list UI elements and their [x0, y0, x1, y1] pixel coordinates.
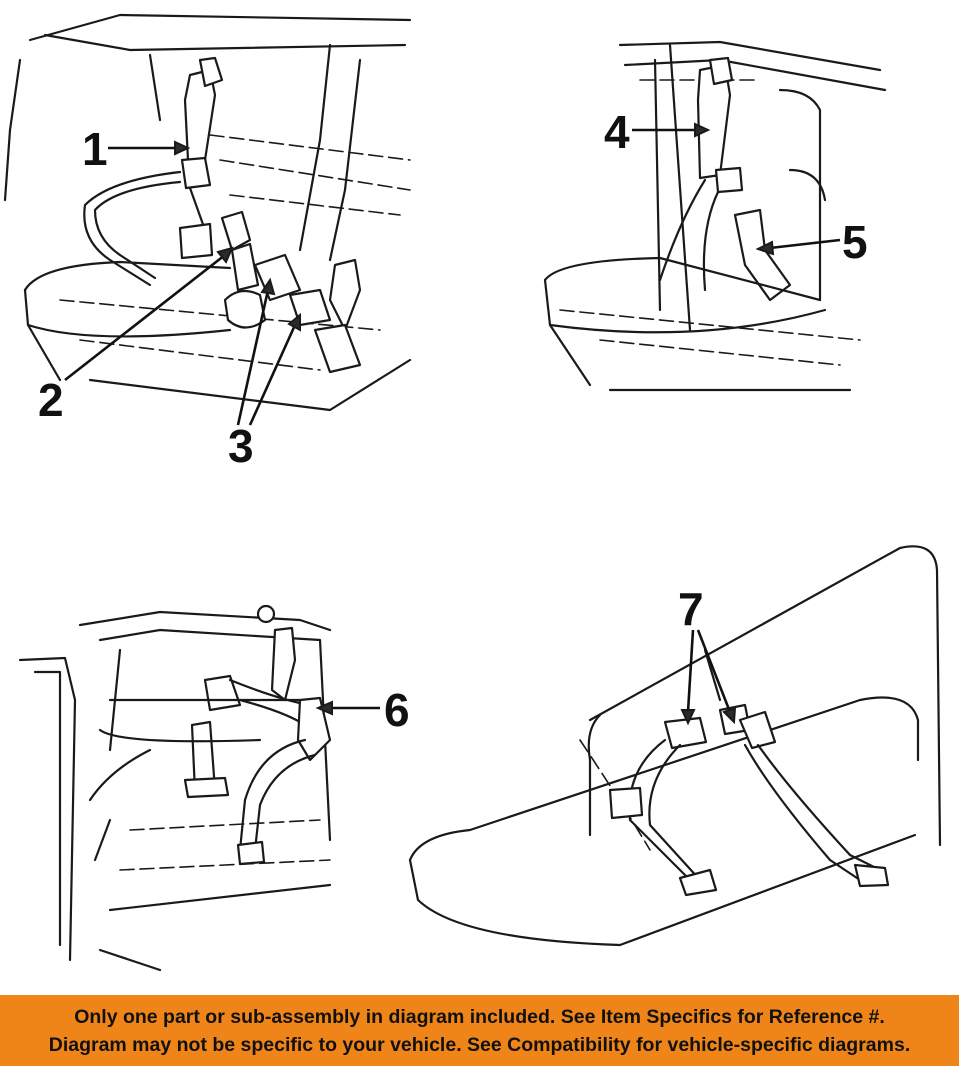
callout-6: 6: [384, 684, 410, 736]
diagram-illustration: 1 2 3 4 5 6 7: [3, 13, 942, 972]
front-seat-belt-view: [3, 13, 412, 412]
callout-3: 3: [228, 420, 254, 472]
disclaimer-line-1: Only one part or sub-assembly in diagram…: [74, 1005, 885, 1028]
callout-2: 2: [38, 374, 64, 426]
disclaimer-banner: Only one part or sub-assembly in diagram…: [0, 995, 959, 1066]
callout-7: 7: [678, 583, 704, 635]
bench-seat-belt-view: [408, 545, 942, 947]
rear-side-seat-belt-view: [543, 40, 887, 392]
callout-4: 4: [604, 106, 630, 158]
parts-diagram: 1 2 3 4 5 6 7: [3, 13, 942, 972]
rear-quarter-seat-belt-view: [18, 604, 332, 972]
disclaimer-line-2: Diagram may not be specific to your vehi…: [48, 1033, 911, 1056]
callout-arrows: [64, 122, 841, 726]
callout-1: 1: [82, 123, 108, 175]
callout-5: 5: [842, 216, 868, 268]
